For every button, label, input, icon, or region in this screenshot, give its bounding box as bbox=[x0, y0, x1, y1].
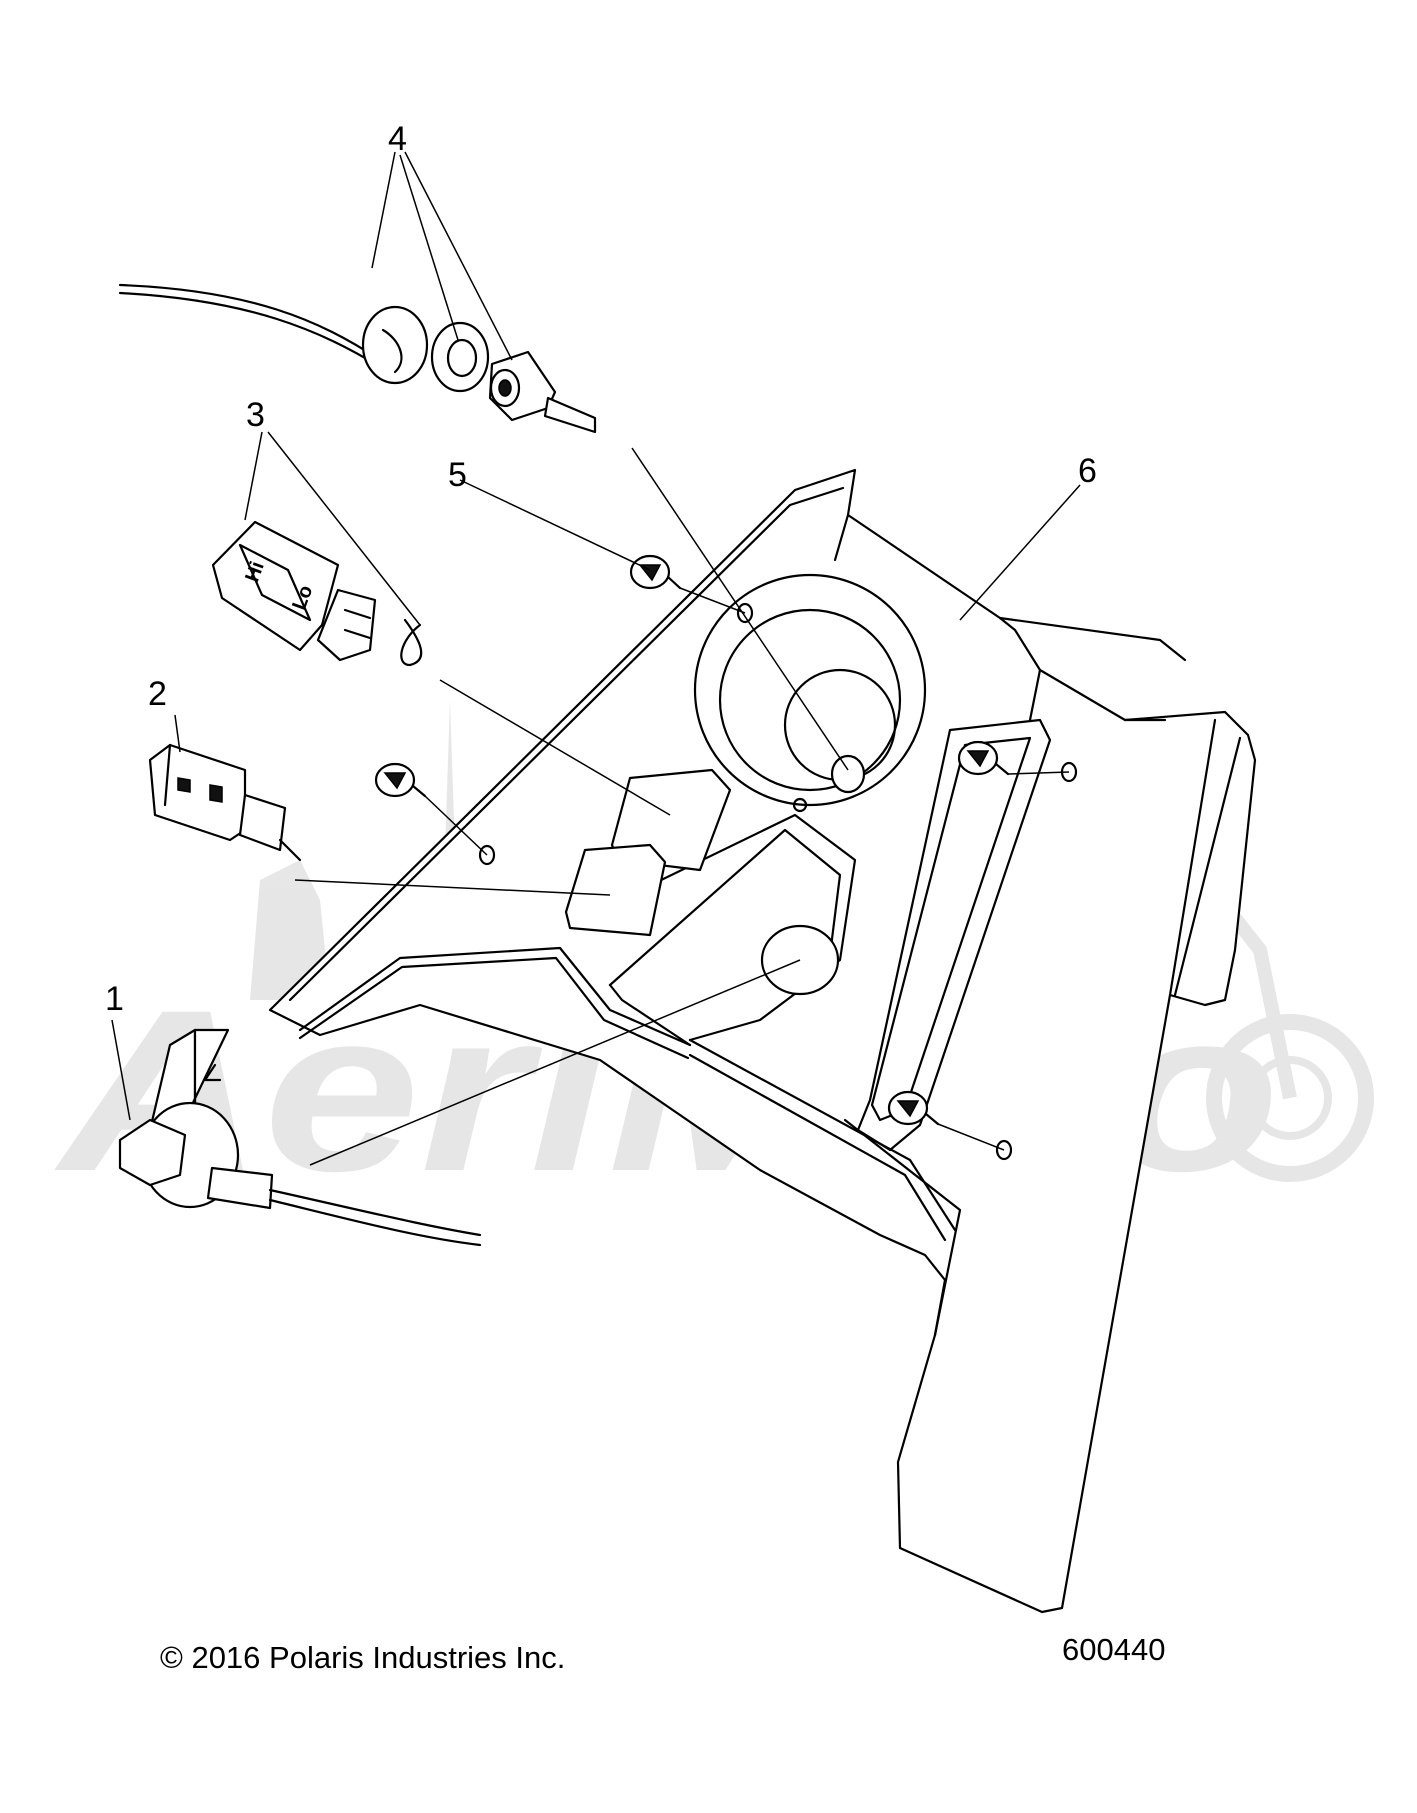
screw-2 bbox=[374, 762, 427, 798]
leader-lines bbox=[111, 151, 1081, 1166]
figure-number: 600440 bbox=[1062, 1632, 1166, 1667]
knob-part-4 bbox=[118, 283, 597, 434]
small-switch-part-2 bbox=[148, 743, 302, 862]
screw-1 bbox=[629, 554, 682, 590]
panel-part-6 bbox=[268, 468, 1257, 1614]
callout-5: 5 bbox=[448, 456, 467, 494]
callout-2: 2 bbox=[148, 675, 167, 713]
watermark-wheel bbox=[1206, 1014, 1374, 1182]
lever-switch-part-1 bbox=[118, 1028, 482, 1247]
copyright-text: © 2016 Polaris Industries Inc. bbox=[160, 1640, 566, 1675]
screw-3 bbox=[957, 740, 1010, 776]
hi-lo-switch-part-3: Hi Lo bbox=[211, 520, 423, 667]
screw-4 bbox=[887, 1090, 940, 1126]
callout-3: 3 bbox=[246, 396, 265, 434]
callout-4: 4 bbox=[388, 120, 407, 158]
screw-part-5 bbox=[374, 554, 1070, 1151]
callout-6: 6 bbox=[1078, 452, 1097, 490]
callout-1: 1 bbox=[105, 980, 124, 1018]
